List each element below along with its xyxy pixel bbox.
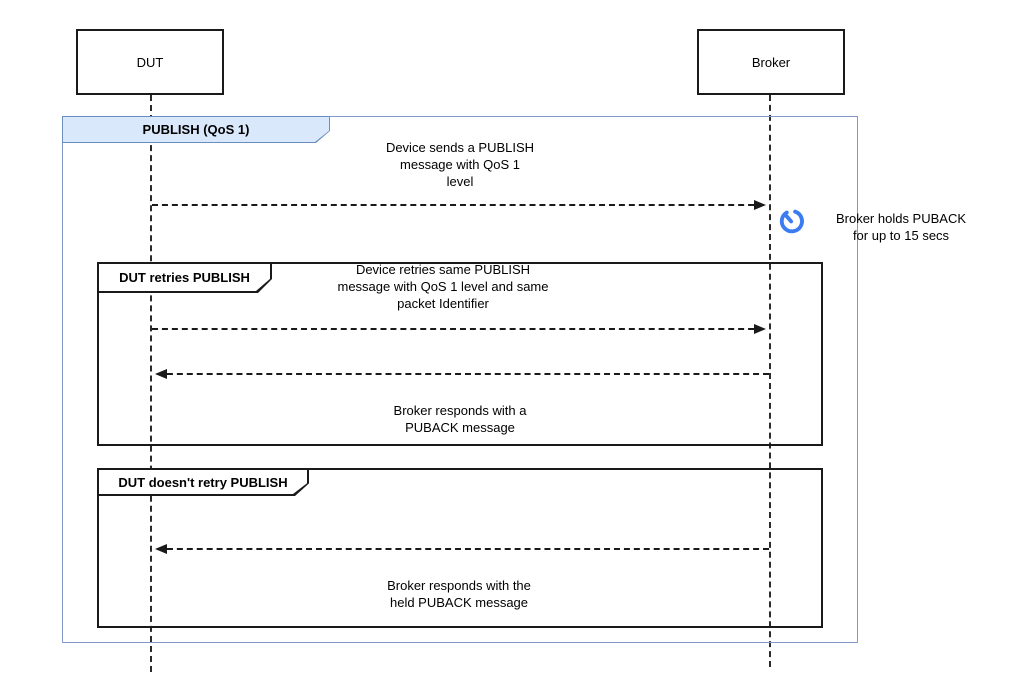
actor-label-broker: Broker — [751, 54, 791, 70]
message-arrow-puback — [155, 369, 769, 379]
message-label-publish: Device sends a PUBLISH message with QoS … — [385, 140, 535, 189]
message-arrow-held-puback — [155, 544, 769, 554]
actor-box-broker: Broker — [697, 29, 845, 95]
frame-title-label: PUBLISH (QoS 1) — [63, 117, 329, 142]
message-arrow-retry-publish — [152, 324, 766, 334]
actor-box-dut: DUT — [76, 29, 224, 95]
arrowhead-left-icon — [155, 544, 167, 554]
note-broker-holds-puback: Broker holds PUBACK for up to 15 secs — [835, 211, 967, 243]
timer-icon — [779, 209, 804, 234]
lifeline-dut — [150, 95, 152, 672]
fragment-dut-retries — [97, 262, 823, 446]
fragment-dut-no-retry — [97, 468, 823, 628]
fragment-title-label-retries: DUT retries PUBLISH — [99, 264, 270, 291]
arrowhead-right-icon — [754, 324, 766, 334]
actor-label-dut: DUT — [136, 54, 164, 70]
fragment-title-label-no-retry: DUT doesn't retry PUBLISH — [99, 470, 307, 494]
message-label-retry-publish: Device retries same PUBLISH message with… — [337, 262, 549, 311]
message-label-puback: Broker responds with a PUBACK message — [393, 403, 527, 435]
fragment-title-tab-no-retry: DUT doesn't retry PUBLISH — [97, 468, 309, 496]
message-label-held-puback: Broker responds with the held PUBACK mes… — [387, 578, 531, 610]
lifeline-broker — [769, 95, 771, 667]
fragment-title-tab-retries: DUT retries PUBLISH — [97, 262, 272, 293]
message-arrow-publish — [152, 200, 766, 210]
frame-title-tab: PUBLISH (QoS 1) — [62, 116, 330, 143]
arrowhead-left-icon — [155, 369, 167, 379]
arrowhead-right-icon — [754, 200, 766, 210]
sequence-frame — [62, 116, 858, 643]
